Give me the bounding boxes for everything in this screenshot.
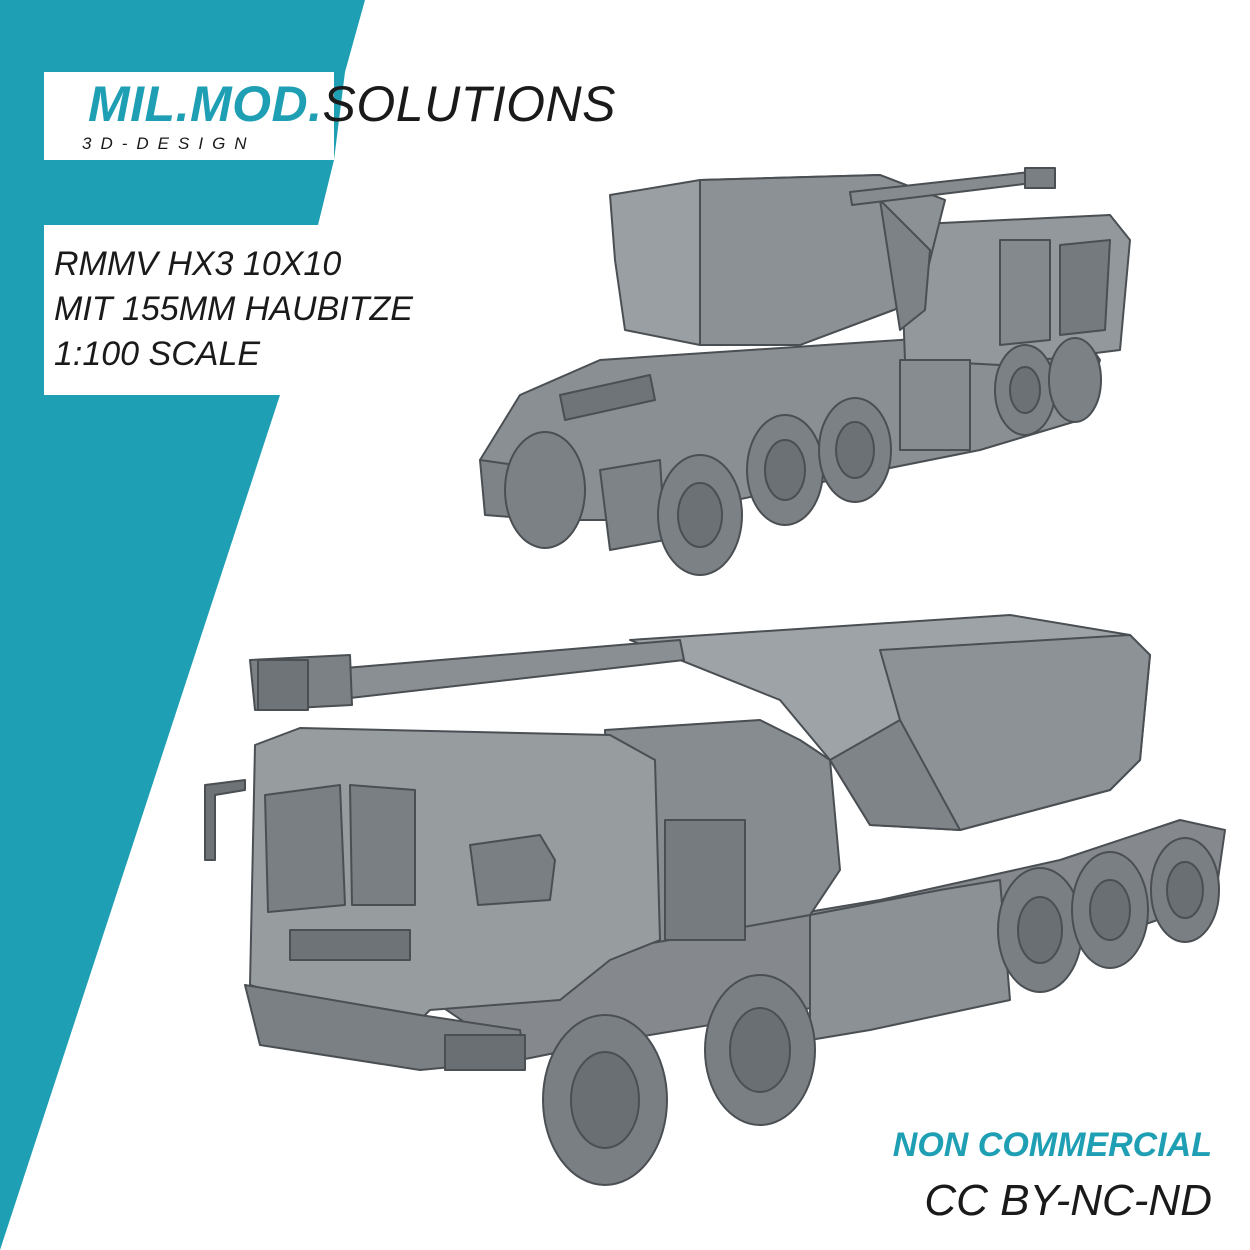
license-code: CC BY-NC-ND — [924, 1176, 1212, 1225]
info-label-box — [44, 225, 280, 395]
teal-band — [0, 0, 365, 1250]
model-info-line: 1:100 SCALE — [54, 335, 261, 373]
howitzer-model-front-view — [204, 614, 1226, 1186]
brand-name-rest: SOLUTIONS — [322, 76, 616, 132]
model-info-line: RMMV HX3 10X10 — [54, 245, 342, 283]
howitzer-model-rear-view — [479, 167, 1131, 576]
brand-name-accent: MIL.MOD. — [88, 76, 323, 132]
model-info: RMMV HX3 10X10 MIT 155MM HAUBITZE 1:100 … — [54, 242, 413, 377]
license-usage: NON COMMERCIAL — [892, 1126, 1212, 1164]
brand-logo: MIL.MOD.SOLUTIONS — [88, 74, 616, 134]
brand-tagline: 3D-DESIGN — [82, 134, 256, 153]
model-info-line: MIT 155MM HAUBITZE — [54, 290, 413, 328]
brand-label-box — [44, 72, 334, 160]
